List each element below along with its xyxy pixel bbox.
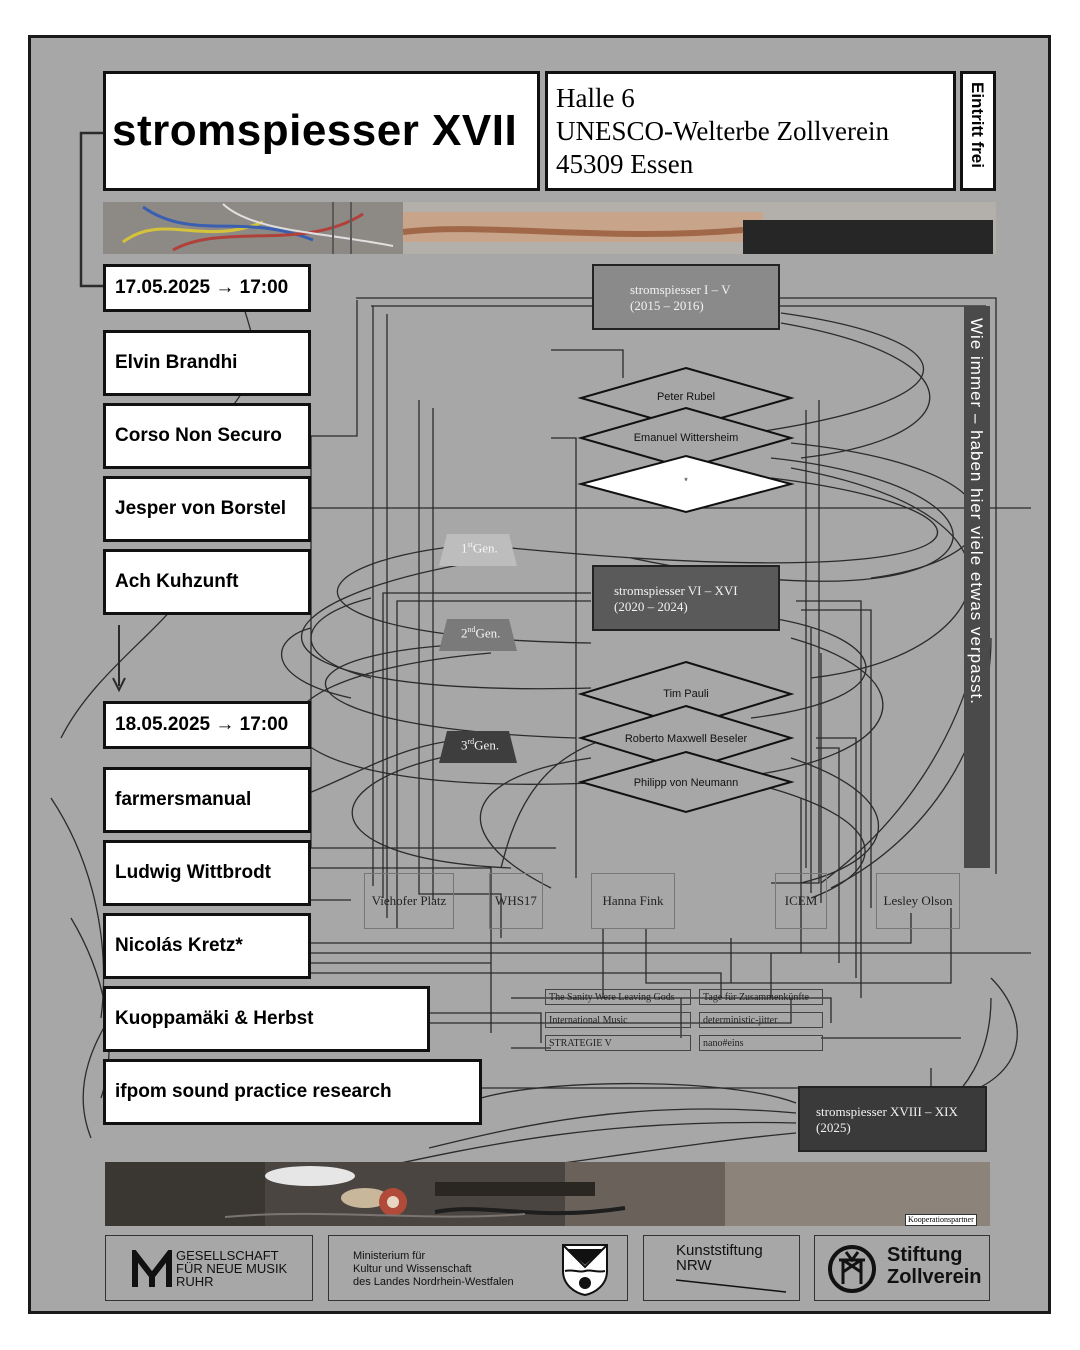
gnm-logo-icon [132, 1250, 172, 1287]
address-line-3: 45309 Essen [556, 149, 694, 179]
gen-badge-2 [439, 619, 517, 651]
event-tag: deterministic-jitter [699, 1012, 823, 1028]
era-title: stromspiesser I – V [630, 282, 731, 297]
person-label: Roberto Maxwell Beseler [624, 733, 748, 745]
motto-text: Wie immer – haben hier viele etwas verpa… [967, 318, 986, 705]
era-title: stromspiesser VI – XVI [614, 583, 738, 598]
person-label: Emanuel Wittersheim [633, 432, 739, 444]
title-box: stromspiesser XVII [103, 71, 540, 191]
cables-photo [103, 202, 996, 254]
artist-box: Elvin Brandhi [103, 330, 311, 396]
performer-photo [105, 1162, 990, 1226]
gen-badge-1 [439, 534, 517, 566]
address-line-1: Halle 6 [556, 83, 635, 113]
event-title: stromspiesser XVII [112, 106, 518, 155]
gen-label-2: 2ndGen. [461, 625, 501, 641]
event-tag: Tage für Zusammenkünfte [699, 989, 823, 1005]
diamonds-top [577, 366, 795, 514]
event-tag: STRATEGIE V [545, 1035, 691, 1051]
photo-strip-top [103, 202, 996, 254]
poster: stromspiesser XVII Halle 6 UNESCO-Welter… [28, 35, 1051, 1314]
artist-box: Kuoppamäki & Herbst [103, 986, 430, 1052]
person-label: * [684, 476, 688, 486]
venue-box: ICEM [775, 873, 827, 929]
partner-line: Ministerium für [353, 1250, 426, 1262]
kunststiftung-stroke-icon [675, 1279, 787, 1293]
admission-box: Eintritt frei [960, 71, 996, 191]
venue-box: WHS17 [489, 873, 543, 929]
era-years: (2015 – 2016) [630, 298, 704, 313]
cooperation-label: Kooperationspartner [905, 1214, 977, 1226]
gen-label-3: 3rdGen. [461, 737, 500, 753]
venue-box: Lesley Olson [876, 873, 960, 929]
partner-line: Stiftung [887, 1244, 963, 1266]
partner-line: Kultur und Wissenschaft [353, 1263, 472, 1275]
era-years: (2025) [816, 1120, 851, 1135]
artist-box: Ludwig Wittbrodt [103, 840, 311, 906]
person-label: Philipp von Neumann [633, 777, 739, 789]
event-tag: The Sanity Were Leaving Gods [545, 989, 691, 1005]
gen-badge-3 [439, 731, 517, 763]
partner-line: des Landes Nordrhein-Westfalen [353, 1276, 514, 1288]
partner-line: Zollverein [887, 1266, 982, 1288]
artist-box: Corso Non Securo [103, 403, 311, 469]
artist-box: Nicolás Kretz* [103, 913, 311, 979]
partner-kunststiftung-nrw: Kunststiftung NRW [643, 1235, 800, 1301]
address-line-2: UNESCO-Welterbe Zollverein [556, 116, 889, 146]
day1-date: 17.05.2025 → 17:00 [103, 264, 311, 312]
partner-stiftung-zollverein: Stiftung Zollverein [814, 1235, 990, 1301]
gen-label-1: 1stGen. [461, 540, 498, 556]
venue-box: Hanna Fink [591, 873, 675, 929]
zollverein-logo-icon [828, 1245, 876, 1293]
era-box-2025: stromspiesser XVIII – XIX (2025) [798, 1086, 987, 1152]
era-years: (2020 – 2024) [614, 599, 688, 614]
artist-box: ifpom sound practice research [103, 1059, 482, 1125]
venue-box: Viehofer Platz [364, 873, 454, 929]
artist-box: Ach Kuhzunft [103, 549, 311, 615]
day2-date: 18.05.2025 → 17:00 [103, 701, 311, 749]
partner-line: NRW [676, 1257, 712, 1274]
partner-gnm-ruhr: GESELLSCHAFT FÜR NEUE MUSIK RUHR [105, 1235, 313, 1301]
artist-box: farmersmanual [103, 767, 311, 833]
venue-address-box: Halle 6 UNESCO-Welterbe Zollverein 45309… [545, 71, 956, 191]
motto-band: Wie immer – haben hier viele etwas verpa… [964, 306, 990, 868]
partner-ministry-nrw: Ministerium für Kultur und Wissenschaft … [328, 1235, 628, 1301]
person-label: Peter Rubel [656, 391, 716, 403]
diamonds-mid [577, 660, 795, 814]
artist-box: Jesper von Borstel [103, 476, 311, 542]
era-box-2020: stromspiesser VI – XVI (2020 – 2024) [592, 565, 780, 631]
event-tag: nano#eins [699, 1035, 823, 1051]
photo-strip-bottom [105, 1162, 990, 1226]
partner-line: RUHR [176, 1274, 214, 1289]
partner-line: Kunststiftung [676, 1242, 763, 1259]
event-tag: International Music [545, 1012, 691, 1028]
era-title: stromspiesser XVIII – XIX [816, 1104, 958, 1119]
partner-line: FÜR NEUE MUSIK [176, 1261, 288, 1276]
person-label: Tim Pauli [663, 688, 709, 700]
era-box-2015: stromspiesser I – V (2015 – 2016) [592, 264, 780, 330]
nrw-coat-of-arms-icon [562, 1244, 608, 1297]
admission-label: Eintritt frei [968, 82, 987, 168]
partner-line: GESELLSCHAFT [176, 1248, 279, 1263]
